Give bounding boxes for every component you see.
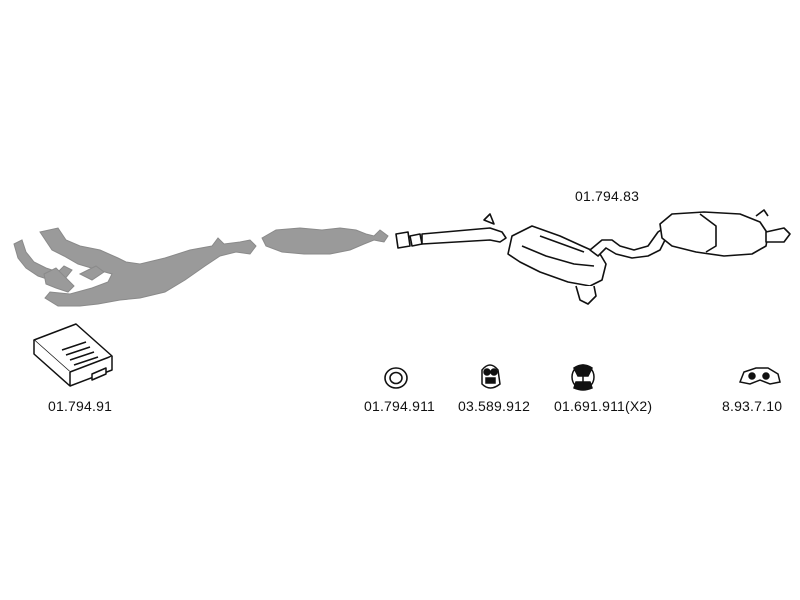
mounting-kit-box-icon (33, 323, 113, 387)
rubber-hanger-icon (481, 364, 501, 389)
rear-muffler-assembly-icon (395, 209, 791, 305)
clamp-icon (738, 367, 781, 385)
front-manifold-icon (13, 227, 257, 307)
part-label-gasket-ring: 01.794.911 (364, 398, 436, 414)
part-label-clamp: 8.93.7.10 (722, 398, 783, 414)
center-pipe-icon (261, 227, 389, 255)
mount-bushing-icon (571, 364, 595, 391)
gasket-ring-icon (384, 367, 408, 389)
part-label-rear-assembly: 01.794.83 (575, 188, 640, 204)
part-label-mount-bushing: 01.691.911(X2) (554, 398, 653, 414)
part-label-rubber-hanger: 03.589.912 (458, 398, 531, 414)
part-label-mounting-kit: 01.794.91 (48, 398, 113, 414)
